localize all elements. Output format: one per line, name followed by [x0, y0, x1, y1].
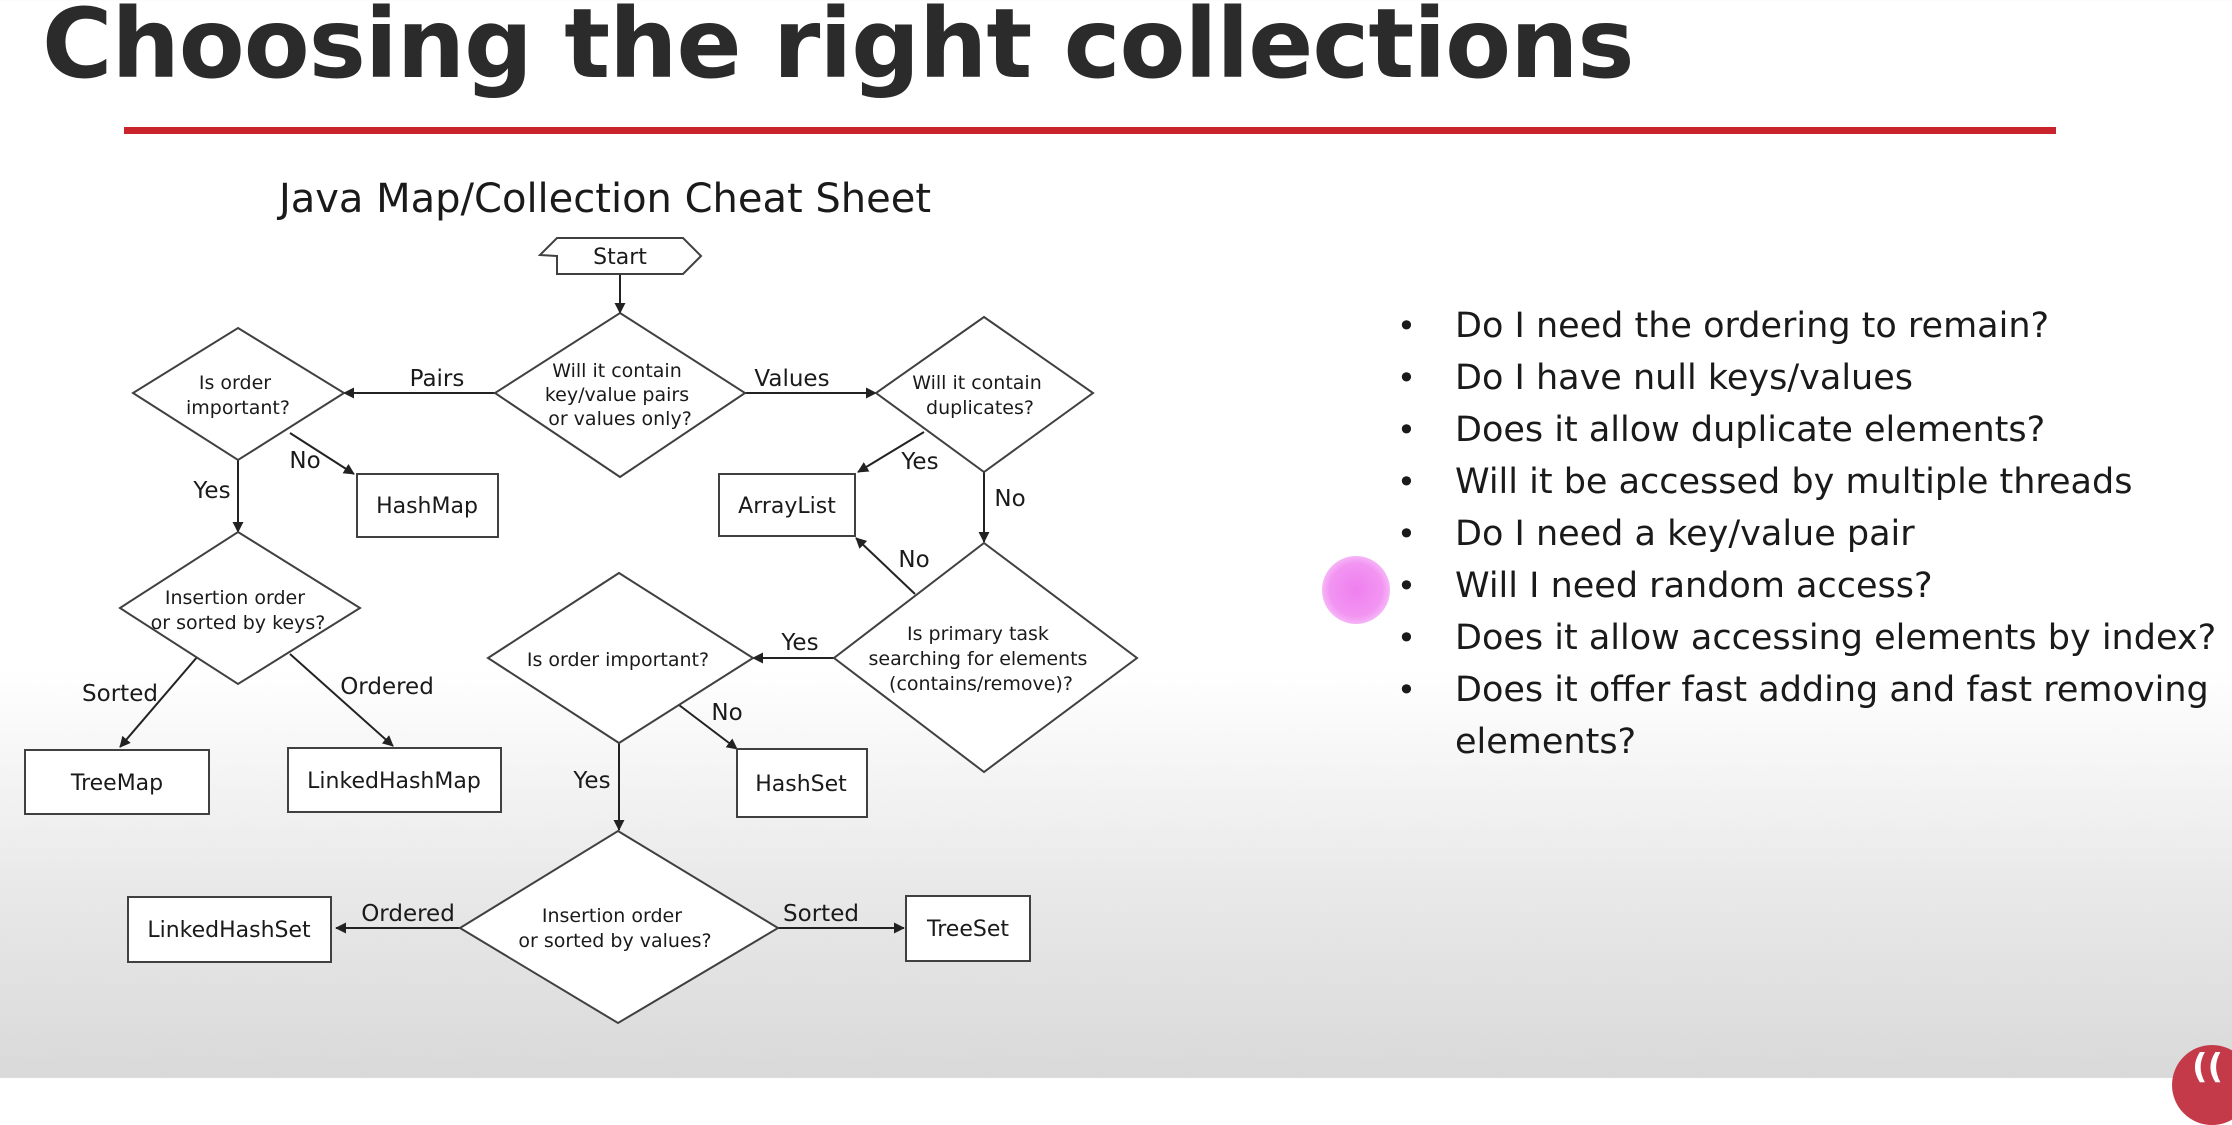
edge-dup-yes-arraylist: [857, 431, 925, 473]
decision-contain-duplicates: [874, 315, 1095, 474]
terminal-linkedhashset-label: LinkedHashSet: [147, 918, 311, 943]
diagram-title: Java Map/Collection Cheat Sheet: [276, 176, 931, 222]
question-item: Do I need the ordering to remain?: [1395, 300, 2225, 352]
terminal-hashset: [736, 748, 868, 818]
decision-order-important-values-label: Is order important?: [527, 649, 709, 671]
terminal-arraylist-label: ArrayList: [738, 494, 836, 519]
edge-label-no-primary-task: No: [994, 486, 1025, 512]
title-divider: [124, 127, 2056, 134]
question-item: Will I need random access?: [1395, 560, 2225, 612]
pointer-highlight-icon: [1322, 556, 1390, 624]
edge-label-values: Values: [754, 366, 829, 392]
start-node: [537, 237, 703, 275]
edge-label-no-hashset: No: [711, 700, 742, 726]
start-label: Start: [593, 245, 647, 270]
decision-order-important-pairs-label: Is order important?: [186, 372, 290, 419]
decision-primary-task-searching-label: Is primary task searching for elements (…: [869, 623, 1094, 695]
edge-insertion-ordered-lhm: [289, 653, 394, 747]
slide-title: Choosing the right collections: [42, 0, 1635, 100]
question-item: Will it be accessed by multiple threads: [1395, 456, 2225, 508]
terminal-arraylist: [718, 473, 856, 537]
edge-insertion-sorted-treemap: [119, 655, 199, 748]
question-item: Does it allow duplicate elements?: [1395, 404, 2225, 456]
question-item: Do I need a key/value pair: [1395, 508, 2225, 560]
decision-order-important-values: [486, 571, 755, 745]
edge-order-no-hashset: [678, 704, 738, 750]
edge-label-yes-insertion-values: Yes: [572, 768, 610, 794]
edge-label-no-hashmap: No: [289, 448, 320, 474]
terminal-linkedhashmap-label: LinkedHashMap: [307, 769, 481, 794]
edge-label-yes-order-values: Yes: [780, 630, 818, 656]
decision-contain-duplicates-label: Will it contain duplicates?: [912, 372, 1048, 419]
decision-insertion-or-sorted-values-label: Insertion order or sorted by values?: [518, 905, 711, 952]
decision-insertion-or-sorted-keys-label: Insertion order or sorted by keys?: [151, 587, 326, 634]
terminal-hashmap: [356, 473, 499, 538]
terminal-hashmap-label: HashMap: [376, 494, 478, 519]
decision-primary-task-searching: [832, 541, 1139, 774]
decision-kv-or-values-label: Will it contain key/value pairs or value…: [545, 360, 695, 430]
edge-label-no-arraylist: No: [898, 547, 929, 573]
edge-label-ordered-linkedhashset: Ordered: [361, 901, 455, 927]
decision-kv-or-values: [493, 311, 747, 479]
terminal-treemap-label: TreeMap: [70, 771, 163, 796]
collections-flowchart: Java Map/Collection Cheat Sheet Start Wi…: [24, 176, 1139, 1025]
question-item: Does it allow accessing elements by inde…: [1395, 612, 2225, 664]
edge-label-sorted-treeset: Sorted: [783, 901, 859, 927]
terminal-treemap: [24, 749, 210, 815]
terminal-treeset-label: TreeSet: [926, 917, 1009, 942]
edge-order-no-hashmap: [289, 432, 355, 475]
question-item: Do I have null keys/values: [1395, 352, 2225, 404]
questions-list: Do I need the ordering to remain? Do I h…: [1395, 300, 2225, 768]
edge-label-ordered-linkedhashmap: Ordered: [340, 674, 434, 700]
edge-label-yes-arraylist: Yes: [900, 449, 938, 475]
terminal-linkedhashset: [127, 896, 332, 963]
decision-insertion-or-sorted-values: [458, 829, 780, 1025]
terminal-hashset-label: HashSet: [755, 772, 847, 797]
edge-primary-no-arraylist: [855, 537, 916, 595]
decision-insertion-or-sorted-keys: [118, 530, 362, 686]
edge-label-pairs: Pairs: [410, 366, 465, 392]
terminal-linkedhashmap: [287, 747, 502, 813]
edge-label-sorted-treemap: Sorted: [82, 681, 158, 707]
terminal-treeset: [905, 895, 1031, 962]
decision-order-important-pairs: [131, 326, 346, 462]
question-item: Does it offer fast adding and fast remov…: [1395, 664, 2225, 768]
edge-label-yes-insertion-keys: Yes: [192, 478, 230, 504]
